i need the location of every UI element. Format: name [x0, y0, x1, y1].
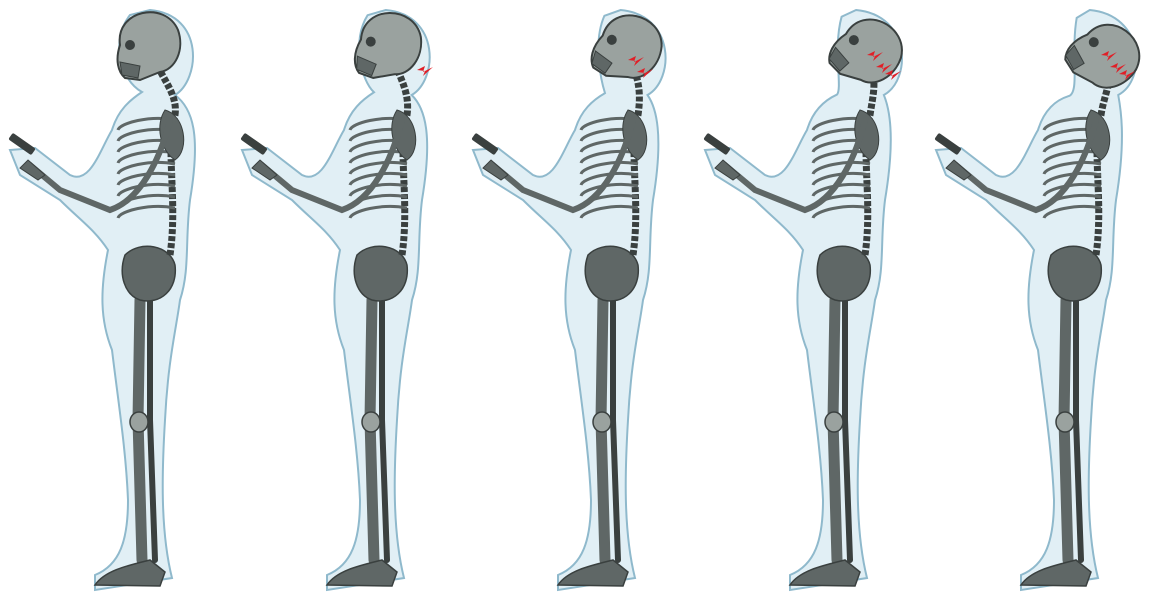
- body-silhouette: [10, 10, 195, 590]
- knee-cap: [130, 412, 148, 432]
- eye-socket: [125, 40, 135, 50]
- skeleton-figure-1: [0, 0, 230, 597]
- skeleton-figure-5: [926, 0, 1154, 597]
- knee-cap: [825, 412, 843, 432]
- knee-cap: [362, 412, 380, 432]
- knee-cap: [1056, 412, 1074, 432]
- knee-cap: [593, 412, 611, 432]
- skeleton-figure-3: [463, 0, 693, 597]
- skeleton-figure-4: [695, 0, 925, 597]
- skeleton-figure-2: [232, 0, 462, 597]
- body-silhouette: [242, 10, 430, 590]
